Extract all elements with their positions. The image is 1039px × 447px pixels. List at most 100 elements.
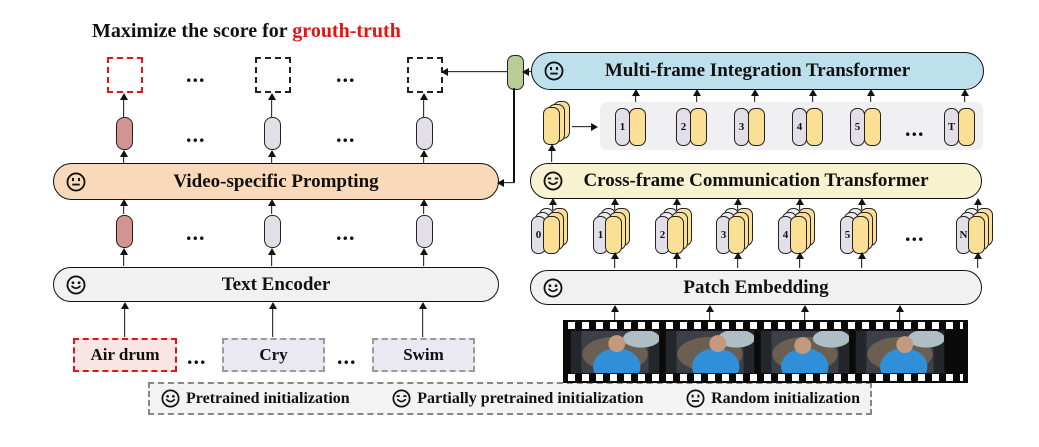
title-text: Maximize the score for <box>92 20 293 42</box>
arrow-up <box>799 305 810 320</box>
pretrained-face-icon <box>161 389 180 408</box>
ellipsis: ... <box>336 62 356 87</box>
legend: Pretrained initialization Partially pret… <box>148 382 872 415</box>
partially-pretrained-face-icon <box>392 389 411 408</box>
ellipsis: ... <box>905 116 925 141</box>
patch-token-group: 3 <box>716 208 762 256</box>
text-encoder-box: Text Encoder <box>53 267 499 302</box>
text-encoder-label: Text Encoder <box>221 273 331 295</box>
arrow-up <box>266 248 277 266</box>
frame-feature-token <box>864 108 881 146</box>
mit-label: Multi-frame Integration Transformer <box>604 60 911 81</box>
class-box-swim: Swim <box>372 338 475 372</box>
patch-embedding-label: Patch Embedding <box>683 276 829 298</box>
legend-item-pretrained: Pretrained initialization <box>160 388 350 409</box>
arrow-up <box>267 302 278 337</box>
frame-token-row <box>600 102 983 150</box>
frame-index-token: 2 <box>676 108 691 146</box>
class-box-cry: Cry <box>222 338 325 372</box>
frame-feature-token <box>958 108 975 146</box>
arrow-up <box>972 252 983 268</box>
frame-index-token: 1 <box>615 108 630 146</box>
patch-token-group: 5 <box>840 208 886 256</box>
frame-cls-token-stack <box>543 101 589 145</box>
patch-token-group: 1 <box>593 208 639 256</box>
text-feature-pill <box>416 117 433 150</box>
patch-embedding-box: Patch Embedding <box>530 270 982 305</box>
arrow-left-to-score <box>441 66 507 77</box>
ellipsis: ... <box>186 62 206 87</box>
ellipsis: ... <box>336 220 356 245</box>
video-frame <box>855 330 945 374</box>
patch-token-group: 4 <box>778 208 824 256</box>
arrow-up <box>794 252 805 268</box>
pretrained-face-icon <box>543 278 563 297</box>
text-feature-pill <box>264 117 281 150</box>
feedback-line <box>513 88 515 182</box>
frame-index-token: 4 <box>792 108 807 146</box>
class-label: Swim <box>403 345 444 364</box>
video-frame <box>570 330 660 374</box>
cross-frame-communication-transformer-box: Cross-frame Communication Transformer <box>530 163 982 199</box>
arrow-up <box>704 305 715 320</box>
legend-label: Partially pretrained initialization <box>417 389 644 407</box>
patch-token-group: 2 <box>655 208 701 256</box>
ellipsis: ... <box>905 221 925 246</box>
video-specific-prompting-box: Video-specific Prompting <box>53 163 499 200</box>
ellipsis: ... <box>336 122 356 147</box>
filmstrip-sprockets <box>568 322 963 329</box>
frame-feature-token <box>629 108 646 146</box>
arrow-up <box>266 199 277 214</box>
text-embedding-pill <box>264 215 281 248</box>
pretrained-face-icon <box>66 275 86 294</box>
arrow-up <box>609 252 620 268</box>
random-face-icon <box>686 389 705 408</box>
frame-feature-token <box>748 108 765 146</box>
arrow-up <box>418 248 429 266</box>
class-label: Cry <box>259 345 288 364</box>
arrow-up <box>118 150 129 163</box>
arrow-up <box>118 199 129 214</box>
arrow-up <box>856 252 867 268</box>
ellipsis: ... <box>187 344 207 369</box>
arrow-up <box>671 252 682 268</box>
video-frame <box>760 330 850 374</box>
arrow-up <box>418 199 429 214</box>
random-face-icon <box>66 171 86 192</box>
video-frame <box>665 330 755 374</box>
video-filmstrip <box>563 320 968 383</box>
frame-index-token: T <box>944 108 959 146</box>
arrow-up <box>118 248 129 266</box>
arrow-up <box>266 93 277 117</box>
legend-label: Random initialization <box>711 389 860 407</box>
ellipsis: ... <box>337 344 357 369</box>
arrow-left-to-prompting <box>497 177 515 188</box>
legend-item-partially-pretrained: Partially pretrained initialization <box>391 388 644 409</box>
figure-title: Maximize the score for grouth-truth <box>92 20 401 43</box>
text-embedding-pill <box>416 215 433 248</box>
multi-frame-integration-transformer-box: Multi-frame Integration Transformer <box>531 52 984 90</box>
score-box-groundtruth <box>107 57 143 93</box>
class-label: Air drum <box>90 345 160 364</box>
patch-token-group: 0 <box>531 208 577 256</box>
legend-item-random: Random initialization <box>685 388 860 409</box>
arrow-up <box>418 93 429 117</box>
arrow-up <box>266 150 277 163</box>
text-embedding-pill-groundtruth <box>116 215 133 248</box>
frame-index-token: 3 <box>734 108 749 146</box>
ellipsis: ... <box>186 122 206 147</box>
filmstrip-sprockets <box>568 374 963 381</box>
cct-label: Cross-frame Communication Transformer <box>583 170 929 191</box>
arrow-up <box>894 305 905 320</box>
frame-feature-token <box>690 108 707 146</box>
score-box <box>407 57 443 93</box>
frame-index-token: 5 <box>850 108 865 146</box>
arrow-up <box>418 150 429 163</box>
video-specific-prompting-label: Video-specific Prompting <box>173 170 379 192</box>
score-box <box>255 57 291 93</box>
partially-pretrained-face-icon <box>543 171 563 191</box>
arrow-up <box>732 252 743 268</box>
arrow-up <box>119 302 130 337</box>
ellipsis: ... <box>186 220 206 245</box>
random-face-icon <box>544 61 564 81</box>
